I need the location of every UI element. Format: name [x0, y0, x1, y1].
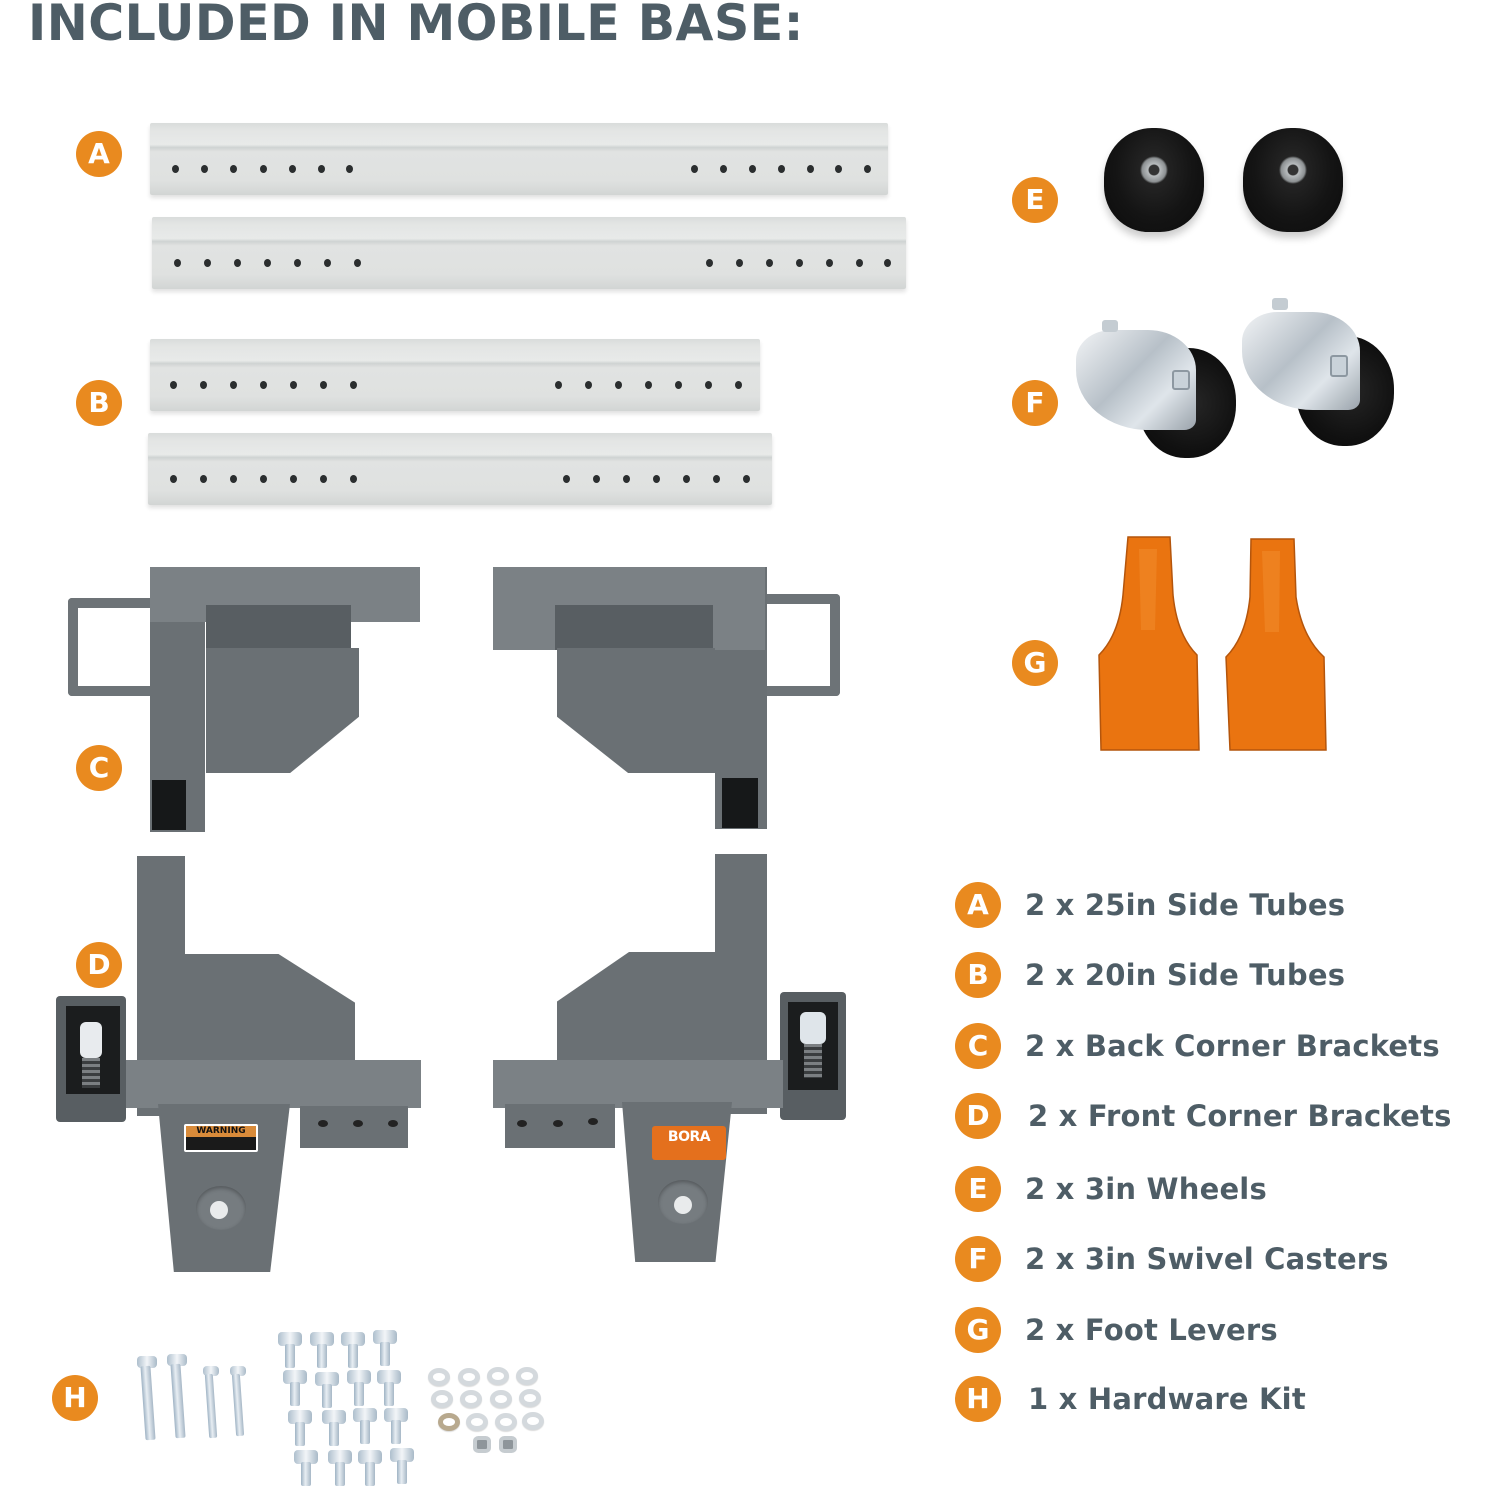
- legend-text: 2 x Front Corner Brackets: [1028, 1099, 1452, 1133]
- side-tube-25in: [152, 217, 906, 289]
- legend-badge: A: [955, 882, 1001, 928]
- legend-badge: G: [955, 1307, 1001, 1353]
- legend-item-h: H 1 x Hardware Kit: [955, 1374, 1306, 1424]
- legend-item-a: A 2 x 25in Side Tubes: [955, 880, 1345, 930]
- callout-badge-a: A: [76, 131, 122, 177]
- side-tube-25in: [150, 123, 888, 195]
- foot-lever: [1098, 536, 1200, 751]
- legend-item-d: D 2 x Front Corner Brackets: [955, 1091, 1452, 1141]
- legend-text: 2 x 25in Side Tubes: [1025, 888, 1346, 922]
- legend-text: 1 x Hardware Kit: [1028, 1382, 1306, 1416]
- bora-logo-text: BORA: [667, 1129, 711, 1145]
- callout-badge-b: B: [76, 380, 122, 426]
- side-tube-20in: [150, 339, 760, 411]
- warning-sticker: WARNING: [184, 1124, 258, 1152]
- callout-badge-f: F: [1012, 380, 1058, 426]
- page-title: INCLUDED IN MOBILE BASE:: [28, 0, 804, 52]
- legend-item-b: B 2 x 20in Side Tubes: [955, 950, 1345, 1000]
- legend-item-g: G 2 x Foot Levers: [955, 1305, 1278, 1355]
- foot-lever: [1225, 538, 1327, 751]
- wheel: [1104, 128, 1204, 232]
- legend-badge: B: [955, 952, 1001, 998]
- legend-badge: H: [955, 1376, 1001, 1422]
- legend-badge: F: [955, 1236, 1001, 1282]
- legend-badge: C: [955, 1023, 1001, 1069]
- legend-text: 2 x 20in Side Tubes: [1025, 958, 1346, 992]
- callout-badge-e: E: [1012, 177, 1058, 223]
- callout-badge-h: H: [52, 1375, 98, 1421]
- warning-sticker-label: WARNING: [186, 1126, 256, 1137]
- legend-badge: E: [955, 1166, 1001, 1212]
- legend-item-e: E 2 x 3in Wheels: [955, 1164, 1267, 1214]
- legend-badge: D: [955, 1093, 1001, 1139]
- callout-badge-d: D: [76, 942, 122, 988]
- legend-text: 2 x Back Corner Brackets: [1025, 1029, 1440, 1063]
- legend-item-f: F 2 x 3in Swivel Casters: [955, 1234, 1389, 1284]
- bora-brand-sticker: BORA: [652, 1126, 726, 1160]
- legend-text: 2 x 3in Wheels: [1025, 1172, 1267, 1206]
- callout-badge-g: G: [1012, 640, 1058, 686]
- callout-badge-c: C: [76, 745, 122, 791]
- legend-item-c: C 2 x Back Corner Brackets: [955, 1021, 1440, 1071]
- side-tube-20in: [148, 433, 772, 505]
- legend-text: 2 x Foot Levers: [1025, 1313, 1278, 1347]
- legend-text: 2 x 3in Swivel Casters: [1025, 1242, 1389, 1276]
- wheel: [1243, 128, 1343, 232]
